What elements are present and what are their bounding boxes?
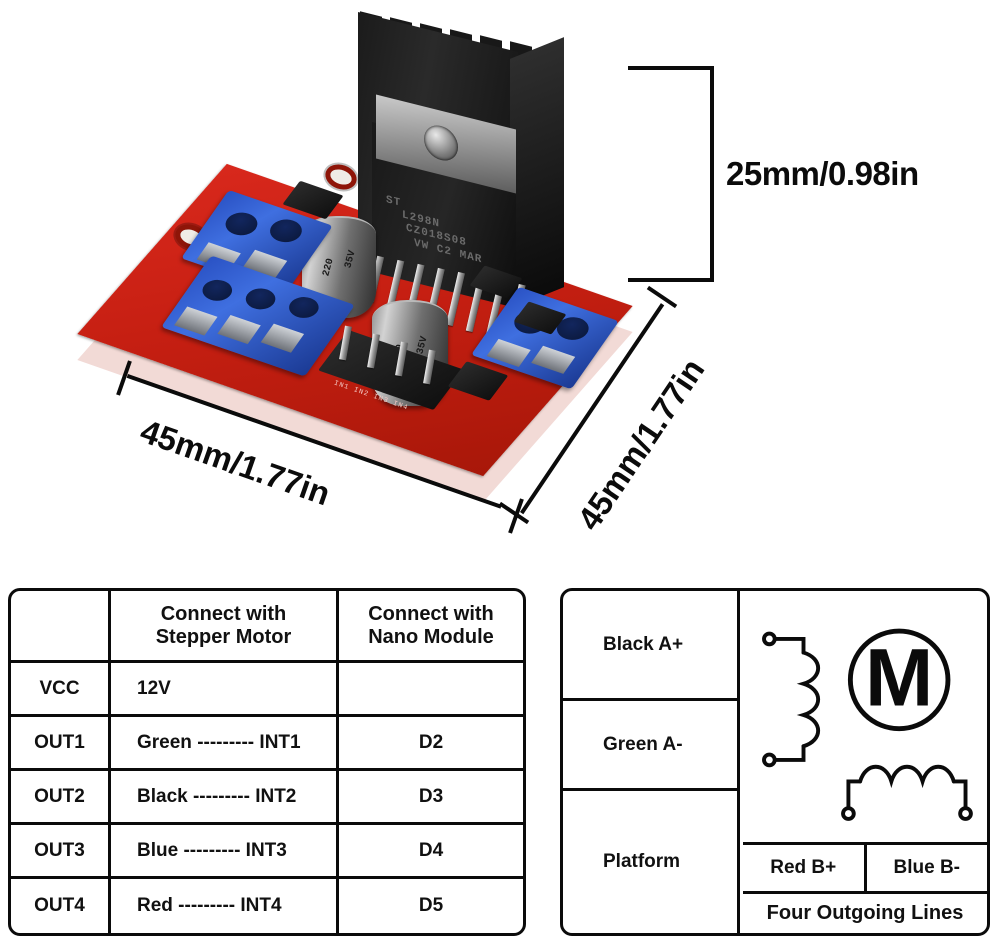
table-row: OUT1 Green --------- INT1 D2 xyxy=(11,717,523,771)
cell-pin: VCC xyxy=(11,663,111,714)
pin-label: OUT2 xyxy=(34,785,85,807)
pin-label: OUT3 xyxy=(34,839,85,861)
cell-pin: OUT4 xyxy=(11,879,111,933)
pin-label: OUT4 xyxy=(34,895,85,916)
platform-cell: Platform xyxy=(563,791,737,933)
dimension-tick-top xyxy=(628,66,714,70)
dimension-label-depth: 45mm/1.77in xyxy=(570,351,712,537)
b-plus-label: Red B+ xyxy=(770,857,837,878)
stepper-label: Green --------- INT1 xyxy=(137,731,301,753)
platform-label: Platform xyxy=(603,851,681,872)
b-minus-cell: Blue B- xyxy=(867,845,988,891)
stepper-motor-symbol: M xyxy=(762,628,973,821)
table-row: VCC 12V xyxy=(11,663,523,717)
pin-label: OUT1 xyxy=(34,731,85,753)
terminal-screw-hole xyxy=(240,284,281,313)
stepper-label: Blue --------- INT3 xyxy=(137,839,287,861)
dimension-line-height xyxy=(710,66,714,282)
cell-stepper: 12V xyxy=(111,663,339,714)
header-cell-pin xyxy=(11,591,111,660)
header-stepper-label: Connect with Stepper Motor xyxy=(156,603,292,649)
cell-stepper: Green --------- INT1 xyxy=(111,717,339,768)
header-cell-nano: Connect with Nano Module xyxy=(339,591,523,660)
cell-stepper: Red --------- INT4 xyxy=(111,879,339,933)
dimension-group-depth: 45mm/1.77in xyxy=(498,272,740,537)
terminal-screw-hole xyxy=(197,276,238,305)
motor-lead-label: Green A- xyxy=(603,733,683,755)
mounting-hole xyxy=(328,166,354,188)
terminal-screw-hole xyxy=(264,215,308,246)
nano-label: D4 xyxy=(418,839,444,861)
dimension-label-width: 45mm/1.77in xyxy=(135,412,335,513)
terminal-screw-hole xyxy=(284,293,324,322)
b-phase-row: Red B+ Blue B- xyxy=(743,842,987,891)
header-cell-stepper: Connect with Stepper Motor xyxy=(111,591,339,660)
b-plus-cell: Red B+ xyxy=(743,845,867,891)
header-stepper-line1: Connect with xyxy=(160,602,287,625)
dimension-label-height: 25mm/0.98in xyxy=(726,155,919,192)
cell-nano: D3 xyxy=(339,771,523,822)
wiring-table-left: Connect with Stepper Motor Connect with … xyxy=(8,588,526,936)
cell-nano xyxy=(339,663,523,714)
l298n-board-image: ST L298N CZ018S08 VW C2 MAR 220 35V 220 … xyxy=(77,11,680,520)
product-photo-area: ST L298N CZ018S08 VW C2 MAR 220 35V 220 … xyxy=(77,11,920,537)
nano-label: D5 xyxy=(418,895,444,916)
motor-lead-column: Black A+ Green A- Platform xyxy=(563,591,740,933)
cell-stepper: Black --------- INT2 xyxy=(111,771,339,822)
cell-pin: OUT2 xyxy=(11,771,111,822)
table-row: OUT4 Red --------- INT4 D5 xyxy=(11,879,523,933)
terminal-dot-a-plus xyxy=(762,631,777,647)
cell-nano: D4 xyxy=(339,825,523,876)
heatsink: ST L298N CZ018S08 VW C2 MAR xyxy=(358,11,564,309)
terminal-foot xyxy=(174,306,218,336)
dimension-group-width: 45mm/1.77in xyxy=(116,360,536,534)
stepper-label: 12V xyxy=(137,677,171,699)
cell-nano: D5 xyxy=(339,879,523,933)
four-outgoing-lines-label: Four Outgoing Lines xyxy=(766,902,964,924)
b-minus-label: Blue B- xyxy=(893,857,961,878)
motor-circle xyxy=(847,628,951,732)
pin-label: VCC xyxy=(39,677,80,699)
header-stepper-line2: Stepper Motor xyxy=(155,625,292,648)
cell-pin: OUT3 xyxy=(11,825,111,876)
motor-lead-label: Black A+ xyxy=(603,633,684,655)
cell-nano: D2 xyxy=(339,717,523,768)
terminal-screw-hole xyxy=(220,208,263,240)
motor-bottom-section: Red B+ Blue B- Four Outgoing Lines xyxy=(743,842,987,933)
motor-wiring-table-right: Black A+ Green A- Platform M xyxy=(560,588,990,936)
table-row: OUT3 Blue --------- INT3 D4 xyxy=(11,825,523,879)
motor-lead-cell: Black A+ xyxy=(563,591,737,701)
header-nano-line2: Nano Module xyxy=(368,625,494,648)
stepper-label: Black --------- INT2 xyxy=(137,785,297,807)
cell-pin: OUT1 xyxy=(11,717,111,768)
table-row: OUT2 Black --------- INT2 D3 xyxy=(11,771,523,825)
nano-label: D3 xyxy=(418,785,444,807)
four-outgoing-lines-row: Four Outgoing Lines xyxy=(743,891,987,933)
motor-letter: M xyxy=(865,632,933,723)
motor-lead-cell: Green A- xyxy=(563,701,737,791)
terminal-dot-a-minus xyxy=(762,752,777,768)
terminal-dot-b-plus xyxy=(841,806,856,821)
dimension-tick-bottom xyxy=(628,278,714,282)
header-nano-label: Connect with Nano Module xyxy=(368,603,494,649)
capacitor-voltage: 35V xyxy=(343,249,359,270)
header-nano-line1: Connect with xyxy=(368,602,494,625)
terminal-dot-b-minus xyxy=(958,806,973,821)
motor-diagram-column: M Red B+ Blue B- Four Outgoing Lines xyxy=(743,591,987,933)
stepper-label: Red --------- INT4 xyxy=(137,895,282,916)
nano-label: D2 xyxy=(418,731,444,753)
cell-stepper: Blue --------- INT3 xyxy=(111,825,339,876)
terminal-foot xyxy=(260,323,305,353)
terminal-foot xyxy=(217,315,261,345)
table-header-row: Connect with Stepper Motor Connect with … xyxy=(11,591,523,663)
heatsink-side xyxy=(510,37,564,309)
capacitor-value: 220 xyxy=(321,257,337,278)
